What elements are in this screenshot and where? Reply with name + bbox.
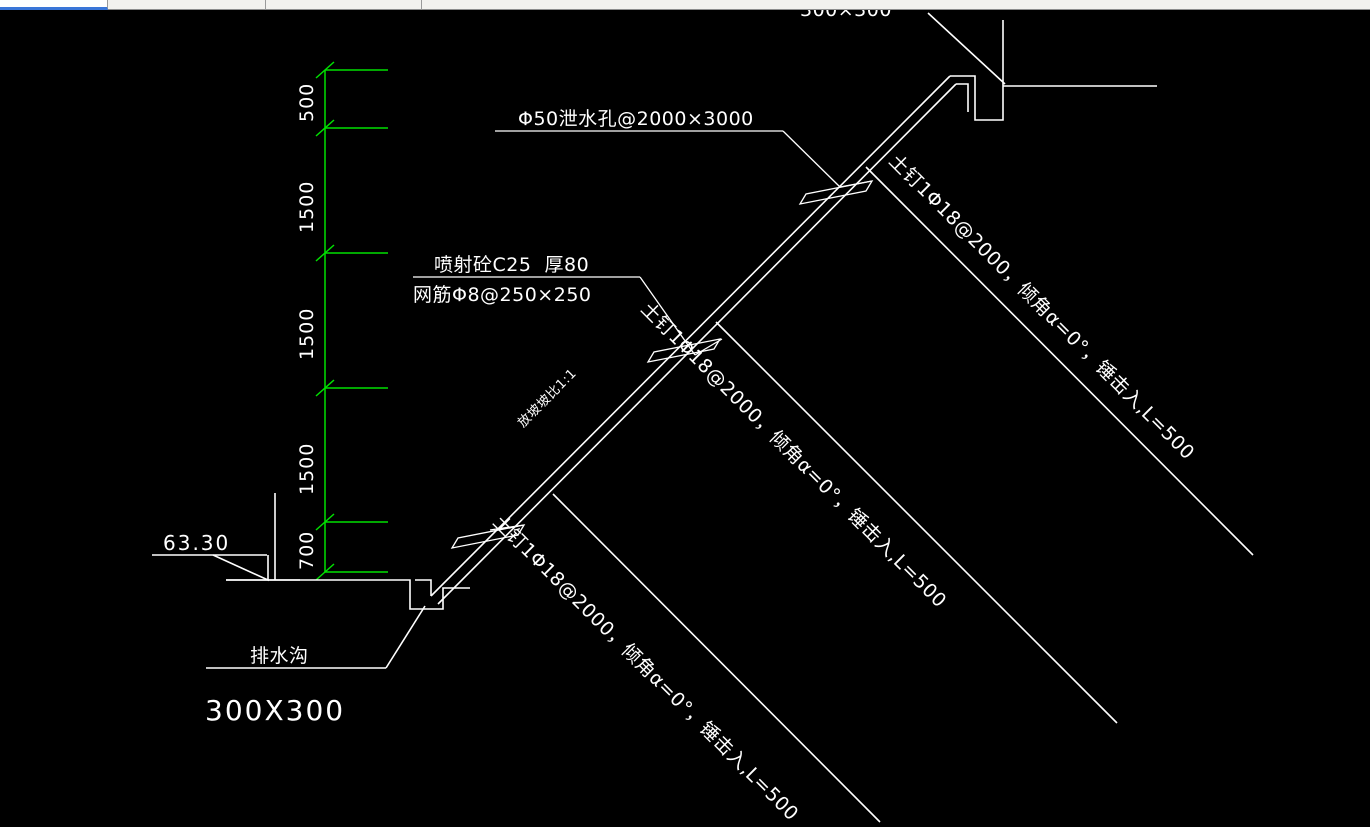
soil-nail-1-head-plate [798, 180, 874, 205]
soil-nail-1-head-leader [839, 180, 873, 188]
weep-hole-annotation: Φ50泄水孔@2000×3000 [495, 108, 841, 188]
elevation-marker: 63.30 [152, 493, 300, 582]
ditch-leader-diagonal [385, 605, 426, 669]
dimension-tick-4 [315, 513, 335, 531]
dimension-value-2: 1500 [296, 308, 318, 360]
soil-nail-1: 土钉1Φ18@2000，倾角α=0°，锤击入,L=500 [798, 150, 1254, 556]
crest-ditch-outline [950, 20, 1004, 121]
browser-tab-1[interactable] [0, 0, 108, 10]
elevation-value: 63.30 [163, 531, 230, 555]
cad-canvas[interactable]: 500 1500 1500 1500 700 [0, 10, 1370, 827]
crest-ditch-detail [927, 12, 1157, 121]
soil-nail-3-head-leader [489, 524, 525, 531]
soil-nail-2-head-leader [694, 338, 723, 356]
drainage-ditch-size: 300X300 [205, 694, 345, 727]
soil-nail-3-label: 土钉1Φ18@2000，倾角α=0°，锤击入,L=500 [488, 511, 802, 825]
dimension-chain: 500 1500 1500 1500 700 [296, 61, 388, 581]
soil-nail-2-label: 土钉1Φ18@2000，倾角α=0°，锤击入,L=500 [636, 298, 950, 612]
browser-tab-rest [422, 0, 1370, 10]
shotcrete-outer-line [430, 75, 951, 597]
soil-nail-2-head-plate [646, 338, 722, 363]
browser-tab-3[interactable] [266, 0, 422, 10]
soil-nail-3-bar [552, 493, 881, 823]
shotcrete-annotation: 喷射砼C25 厚80 网筋Φ8@250×250 [413, 254, 696, 356]
shotcrete-leader-diagonal [639, 276, 696, 356]
elevation-triangle [212, 554, 269, 582]
soil-nail-3: 土钉1Φ18@2000，倾角α=0°，锤击入,L=500 [450, 493, 881, 825]
soil-nail-2: 土钉1Φ18@2000，倾角α=0°，锤击入,L=500 [636, 298, 1118, 724]
drainage-ditch-outline [226, 579, 470, 610]
soil-nail-2-bar [715, 321, 1118, 724]
drainage-ditch-name: 排水沟 [250, 645, 309, 667]
soil-nail-1-bar [865, 166, 1254, 556]
shotcrete-base-return [415, 579, 432, 596]
dimension-value-0: 500 [296, 83, 318, 122]
shotcrete-label-line1: 喷射砼C25 厚80 [434, 254, 589, 276]
crest-leader-line [927, 12, 1006, 85]
dimension-tick-5 [315, 563, 335, 581]
dimension-tick-1 [315, 119, 335, 137]
top-ditch-size-label: 300×300 [800, 10, 892, 21]
soil-nail-1-label: 土钉1Φ18@2000，倾角α=0°，锤击入,L=500 [884, 150, 1198, 464]
dimension-value-4: 700 [296, 531, 318, 570]
weep-hole-label: Φ50泄水孔@2000×3000 [518, 108, 754, 130]
dimension-value-3: 1500 [296, 443, 318, 495]
browser-tab-2[interactable] [108, 0, 266, 10]
dimension-value-1: 1500 [296, 181, 318, 233]
slope-ratio-label: 放坡坡比1:1 [515, 366, 580, 431]
dimension-tick-0 [315, 61, 335, 79]
window-chrome-strip [0, 0, 1370, 10]
drainage-ditch-detail [206, 579, 470, 669]
crest-ditch-inner [956, 83, 969, 112]
shotcrete-label-line2: 网筋Φ8@250×250 [413, 284, 592, 306]
dimension-tick-3 [315, 379, 335, 397]
weep-hole-leader-diagonal [782, 130, 841, 188]
dimension-tick-2 [315, 244, 335, 262]
